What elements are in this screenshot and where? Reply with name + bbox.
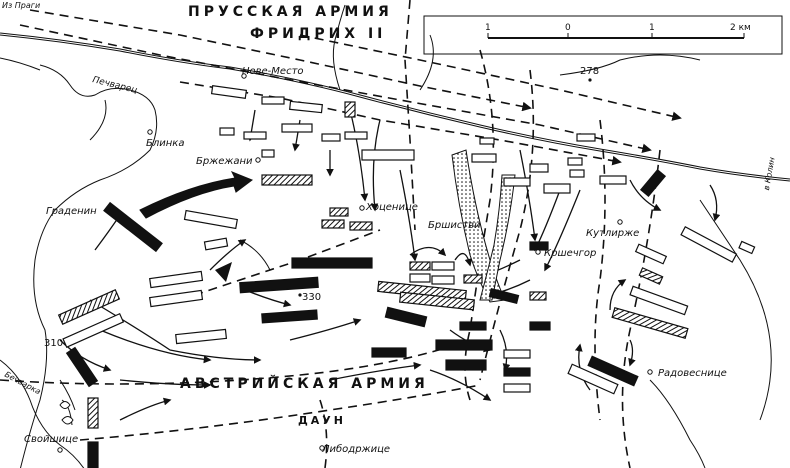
prussian-army-label: ПРУССКАЯ АРМИЯ xyxy=(188,4,393,20)
daun-label: ДАУН xyxy=(298,414,346,427)
from-prague-label: Из Праги xyxy=(2,1,40,10)
prussian-units xyxy=(210,84,627,269)
village-bechvarka: Бечварка xyxy=(3,370,42,397)
arrow-head-small xyxy=(215,262,232,282)
village-brshistvi: Бршистви xyxy=(428,220,481,231)
village-nove-mesto: Нове-Место xyxy=(242,66,304,77)
frederick-label: ФРИДРИХ II xyxy=(250,26,386,42)
village-radovesnice: Радовеснице xyxy=(658,368,727,379)
elevation-330: 330 xyxy=(302,292,321,303)
elevation-310: 310 xyxy=(44,338,63,349)
village-krshechgor: Кршечгор xyxy=(544,248,596,259)
village-blinka: Блинка xyxy=(146,138,184,149)
village-gradenin: Граденин xyxy=(46,206,97,217)
scale-tick-2: 2 км xyxy=(730,23,751,33)
village-brzhezhany: Бржежани xyxy=(196,156,253,167)
to-kolin-label: в Колин xyxy=(762,157,777,191)
village-kutlirzhe: Кутлирже xyxy=(586,228,639,239)
elevation-278: 278 xyxy=(580,66,599,77)
scale-tick-1b: 1 xyxy=(649,23,655,33)
main-attack-arrow xyxy=(139,171,254,219)
scale-tick-1: 1 xyxy=(485,23,491,33)
scale-bar: 1 0 1 2 км xyxy=(423,15,783,55)
scale-tick-0: 0 xyxy=(565,23,571,33)
village-libodrzhice: Либодржице xyxy=(321,443,390,455)
terrain xyxy=(0,4,772,468)
austrian-units xyxy=(57,168,756,468)
prussian-march-routes xyxy=(0,0,682,468)
village-hocenice: Хоценице xyxy=(365,202,418,213)
roads xyxy=(0,32,790,182)
austrian-army-label: АВСТРИЙСКАЯ АРМИЯ xyxy=(180,375,429,392)
village-svojshice: Свойшице xyxy=(24,434,78,445)
settlement-markers xyxy=(57,73,653,453)
